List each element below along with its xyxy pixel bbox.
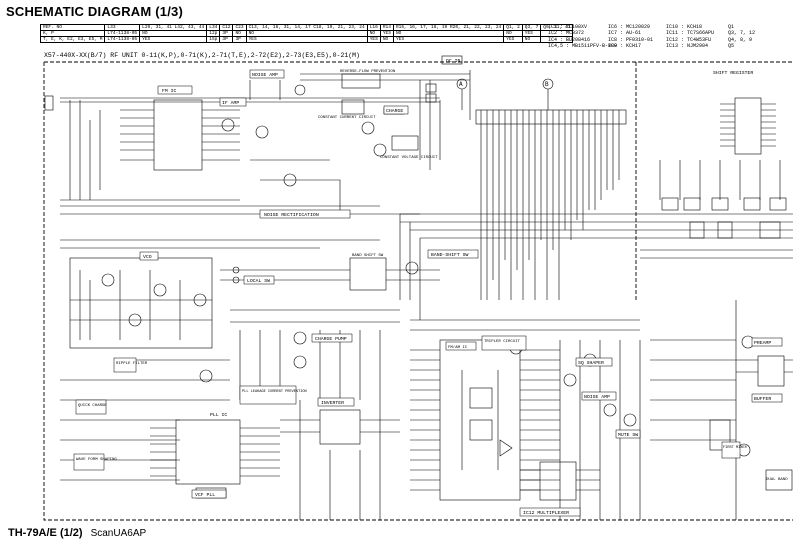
label-band-shift-sw: BAND-SHIFT SW [431, 252, 469, 258]
connector-cn1 [475, 109, 627, 125]
ic-legend-item: IC10 : KCH18 [666, 24, 703, 30]
label-preamp: PREAMP [754, 340, 771, 346]
label-reverse-flow: REVERSE-FLOW PREVENTION [340, 70, 396, 74]
label-const-current: CONSTANT CURRENT CIRCUIT [318, 116, 376, 120]
ic-legend-item: IC8 : PF0310-01 [608, 36, 654, 43]
label-vcf-pll: VCF PLL [195, 492, 215, 498]
page-title: SCHEMATIC DIAGRAM (1/3) [6, 4, 183, 19]
label-dc-in: DC IN [446, 58, 461, 64]
label-inverter: INVERTER [321, 400, 344, 406]
ref-table-cell: YES [392, 36, 505, 43]
rf-unit-label: X57-440X-XX(B/7) RF UNIT 0-11(K,P),0-71(… [44, 52, 360, 59]
scan-credit: ScanUA6AP [90, 528, 147, 539]
label-quick-charge: QUICK CHARGE [78, 404, 107, 408]
label-vco: VCO [143, 254, 152, 260]
label-charge: CHARGE [386, 108, 403, 114]
ic-legend-item: IC7 : AU-61 [608, 30, 642, 37]
ic-legend-item: IC9 : KCH17 [608, 42, 642, 49]
ic-legend-col3: IC10 : KCH18 IC11 : TC7S66APU IC12 : TC4… [666, 24, 714, 49]
label-fm-ic: FM IC [162, 88, 177, 94]
ic-legend-item: IC6 : MC120020 [608, 24, 651, 30]
marker-a: A [459, 81, 463, 88]
multiplexer-ic [539, 461, 577, 501]
vco-block [69, 257, 213, 349]
label-noise-amp-2: NOISE AMP [584, 394, 610, 400]
label-mute-sw: MUTE SW [618, 432, 638, 438]
ref-table-cell: NO [379, 36, 394, 43]
label-pll-leakage: PLL LEAKAGE CURRENT PREVENTION [242, 390, 307, 394]
label-pll-ic: PLL IC [210, 412, 227, 418]
ic-legend-item: Q1 [728, 24, 735, 30]
ic-legend-col2: IC6 : MC120020 IC7 : AU-61 IC8 : PF0310-… [608, 24, 653, 49]
label-band-shift: BAND SHIFT SW [352, 254, 384, 258]
marker-b: B [545, 81, 549, 88]
label-charge-pump: CHARGE PUMP [315, 336, 347, 342]
label-buffer: BUFFER [754, 396, 771, 402]
label-first-mixer: FIRST MIXER [723, 446, 748, 450]
ic8-block [757, 355, 785, 387]
model-label: TH-79A/E (1/2) [8, 527, 83, 539]
ic-legend-col4: Q1 Q3, 7, 12 Q4, 8, 9 Q5 [728, 24, 755, 49]
ic-legend-item: IC12 : TC4W53FU [666, 36, 712, 43]
ic-legend-item: IC11 : TC7S66APU [666, 30, 715, 37]
fm-ic-block [153, 99, 203, 171]
ic-legend-item: IC4,5 : MB1511PFV-B-880 [548, 42, 618, 49]
ic-legend-col1: IC1 : TC108XV IC2 : MC3372 IC4 : BU20841… [548, 24, 617, 49]
ic-legend-item: IC4 : BU208416 [548, 36, 591, 43]
label-fm-am-ic: FM/AM IC [448, 345, 468, 350]
ic-legend-item: IC2 : MC3372 [548, 30, 585, 37]
label-ripple-filter: RIPPLE FILTER [116, 362, 148, 366]
label-noise-rect: NOISE RECTIFICATION [264, 212, 319, 218]
ic-legend-item: Q4, 8, 9 [728, 36, 753, 43]
page-footer: TH-79A/E (1/2) ScanUA6AP [8, 527, 146, 539]
label-shift-register: SHIFT REGISTER [713, 70, 753, 76]
ic-legend-item: Q5 [728, 42, 735, 49]
ref-table-cell [540, 36, 574, 43]
ref-table-cell: 3P [232, 36, 247, 43]
ic-legend-item: IC1 : TC108XV [548, 24, 588, 30]
label-multiplexer: IC12 MULTIPLEXER [523, 510, 569, 516]
label-const-voltage: CONSTANT VOLTAGE CIRCUIT [380, 156, 438, 160]
label-tripler: TRIPLER CIRCUIT [484, 340, 521, 344]
ic-legend-item: IC13 : NJM2904 [666, 42, 709, 49]
label-local-sw: LOCAL SW [247, 278, 270, 284]
ref-table-cell: T, E, K, E2, E3, E5, M [39, 36, 106, 43]
ic-legend-item: Q3, 7, 12 [728, 30, 756, 37]
block-labels: FM IC IF AMP NOISE AMP NOISE RECTIFICATI… [73, 58, 788, 517]
shift-register-ic [734, 97, 762, 155]
label-dual-band: DUAL BAND [766, 478, 788, 482]
label-wave-form: WAVE FORM SHAPING [76, 458, 117, 462]
pll-ic-block [175, 419, 241, 485]
ref-table-cell: YES [503, 36, 523, 43]
label-noise-amp: NOISE AMP [252, 72, 278, 78]
label-if-amp: IF AMP [222, 100, 239, 106]
label-sq-shaper: SQ SHAPER [578, 360, 604, 366]
